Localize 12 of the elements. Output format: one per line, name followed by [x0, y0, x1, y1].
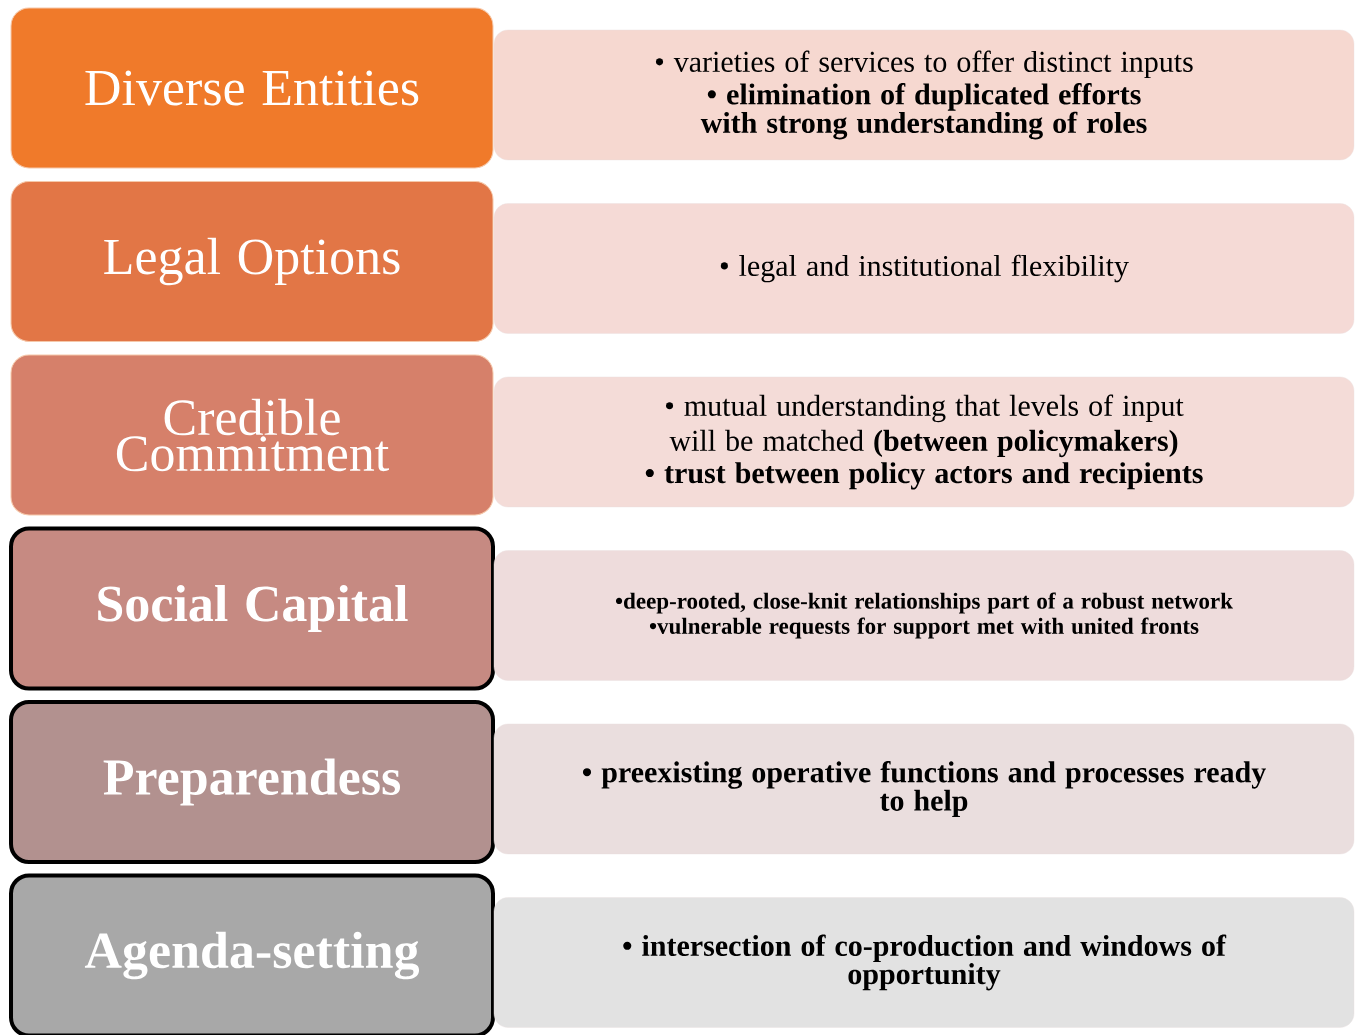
info-box: • legal and institutional flexibility	[493, 203, 1355, 334]
category-box: Legal Options	[10, 181, 494, 342]
info-box: • mutual understanding that levels of input will be matched (between policymakers) • trust between policy actors and recipients	[493, 376, 1355, 508]
info-box: •deep-rooted, close-knit relationships part of a robust network •vulnerable requests for support met with united fronts	[493, 550, 1355, 681]
category-box: Social Capital	[9, 526, 495, 691]
info-box: • intersection of co-production and windows of opportunity	[493, 897, 1355, 1028]
category-box: Preparendess	[9, 700, 495, 864]
category-box: Credible Commitment	[10, 354, 494, 516]
info-box: • varieties of services to offer distinct inputs • elimination of duplicated efforts with strong understanding of roles	[493, 29, 1355, 161]
category-box: Diverse Entities	[10, 7, 494, 169]
category-box: Agenda-setting	[9, 873, 495, 1035]
info-box: • preexisting operative functions and processes ready to help	[493, 723, 1355, 855]
